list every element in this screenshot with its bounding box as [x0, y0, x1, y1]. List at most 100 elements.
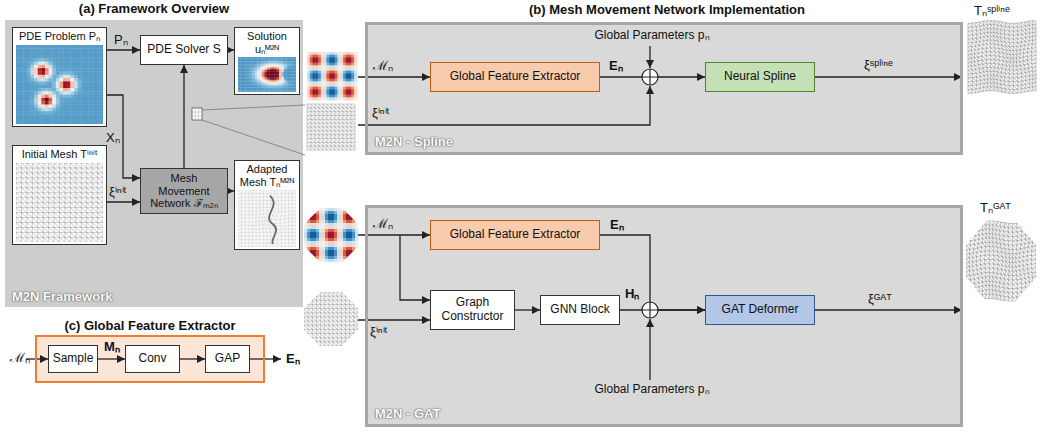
- field-cell: [334, 214, 337, 217]
- field-cell: [260, 65, 263, 67]
- field-cell: [328, 214, 331, 217]
- field-cell: [240, 69, 243, 71]
- field-cell: [78, 58, 82, 62]
- field-cell: [332, 57, 335, 60]
- field-cell: [332, 97, 335, 100]
- field-cell: [316, 238, 319, 241]
- field-cell: [67, 94, 71, 98]
- field-cell: [321, 60, 324, 63]
- field-cell: [243, 66, 246, 68]
- field-cell: [326, 92, 329, 95]
- field-cell: [331, 232, 334, 235]
- field-cell: [78, 64, 82, 68]
- field-cell: [81, 74, 85, 78]
- field-cell: [253, 75, 256, 77]
- field-cell: [60, 114, 64, 118]
- field-cell: [16, 91, 20, 95]
- field-cell: [27, 58, 31, 62]
- field-cell: [324, 55, 327, 58]
- field-cell: [307, 250, 310, 253]
- field-cell: [318, 97, 321, 100]
- field-cell: [316, 211, 319, 214]
- field-cell: [318, 57, 321, 60]
- field-cell: [260, 85, 263, 87]
- field-cell: [331, 253, 334, 256]
- field-cell: [329, 92, 332, 95]
- field-cell: [20, 101, 24, 105]
- field-cell: [41, 114, 45, 118]
- field-cell: [78, 48, 82, 52]
- field-cell: [307, 87, 310, 90]
- mesh-line: [358, 292, 359, 346]
- field-cell: [238, 65, 241, 67]
- field-cell: [238, 69, 241, 71]
- field-cell: [78, 81, 82, 85]
- field-cell: [49, 114, 53, 118]
- field-cell: [45, 101, 49, 105]
- field-cell: [267, 69, 270, 71]
- field-cell: [38, 74, 42, 78]
- field-cell: [56, 74, 60, 78]
- field-cell: [243, 65, 246, 67]
- field-cell: [67, 45, 71, 49]
- field-cell: [245, 75, 248, 77]
- field-cell: [352, 211, 355, 214]
- field-cell: [340, 84, 343, 87]
- field-cell: [253, 79, 256, 81]
- field-cell: [351, 89, 354, 92]
- mesh-line: [16, 187, 76, 242]
- field-cell: [335, 87, 338, 90]
- field-cell: [96, 91, 100, 95]
- field-cell: [318, 87, 321, 90]
- field-cell: [52, 101, 56, 105]
- field-cell: [34, 74, 38, 78]
- field-cell: [304, 250, 307, 253]
- field-cell: [16, 48, 20, 52]
- field-cell: [60, 91, 64, 95]
- field-cell: [343, 57, 346, 60]
- field-cell: [23, 98, 27, 102]
- field-cell: [310, 89, 313, 92]
- field-cell: [346, 52, 349, 55]
- field-cell: [63, 61, 67, 65]
- field-cell: [85, 117, 89, 121]
- field-cell: [45, 111, 49, 115]
- field-cell: [269, 63, 272, 65]
- field-cell: [248, 82, 251, 84]
- field-cell: [326, 84, 329, 87]
- field-cell: [74, 78, 78, 82]
- field-cell: [331, 235, 334, 238]
- field-cell: [63, 51, 67, 55]
- field-cell: [52, 98, 56, 102]
- field-cell: [245, 73, 248, 75]
- field-cell: [329, 73, 332, 76]
- field-cell: [346, 97, 349, 100]
- field-cell: [346, 89, 349, 92]
- field-cell: [255, 65, 258, 67]
- field-cell: [41, 101, 45, 105]
- field-cell: [255, 83, 258, 85]
- node-text: PDE Solver S: [147, 43, 220, 57]
- field-cell: [243, 62, 246, 64]
- field-cell: [240, 57, 243, 59]
- field-cell: [343, 253, 346, 256]
- field-cell: [56, 78, 60, 82]
- field-cell: [70, 88, 74, 92]
- field-cell: [349, 95, 352, 98]
- field-cell: [349, 57, 352, 60]
- field-cell: [318, 55, 321, 58]
- field-cell: [340, 229, 343, 232]
- mesh-line: [304, 296, 354, 346]
- field-cell: [321, 97, 324, 100]
- field-cell: [70, 117, 74, 121]
- field-cell: [262, 65, 265, 67]
- field-cell: [99, 114, 103, 118]
- field-cell: [354, 79, 357, 82]
- field-cell: [38, 51, 42, 55]
- field-cell: [349, 55, 352, 58]
- field-cell: [340, 63, 343, 66]
- field-cell: [63, 45, 67, 49]
- field-cell: [352, 247, 355, 250]
- field-cell: [349, 232, 352, 235]
- field-cell: [337, 247, 340, 250]
